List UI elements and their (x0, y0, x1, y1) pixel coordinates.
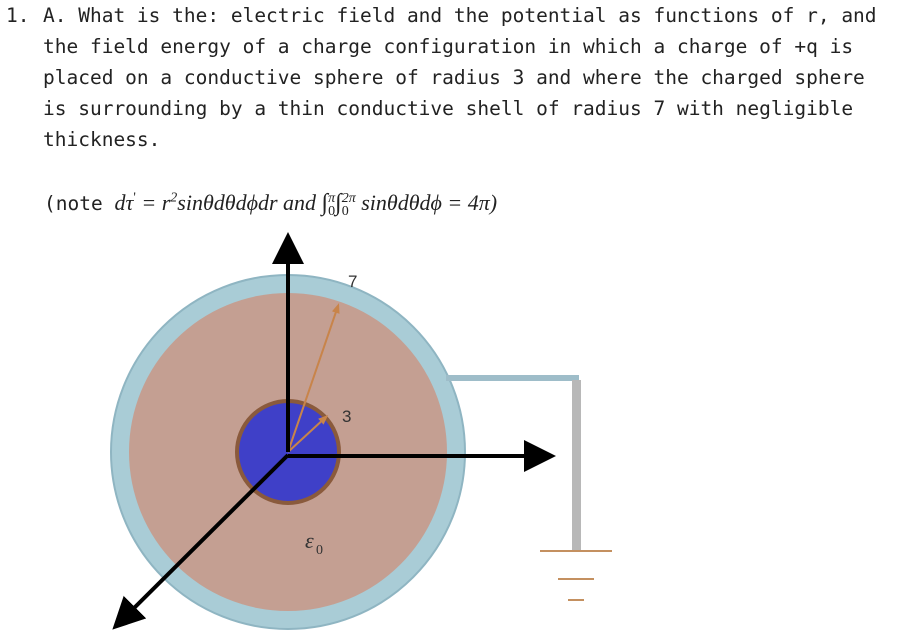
medium-epsilon-label: ε (305, 528, 314, 553)
problem-line-4: is surrounding by a thin conductive shel… (43, 97, 854, 120)
note-dtau: dτ (114, 190, 134, 215)
problem-line-2: the field energy of a charge configurati… (43, 35, 854, 58)
note-body2: sinθdθdϕ = 4π) (355, 190, 498, 215)
medium-epsilon-subscript: 0 (316, 543, 323, 558)
note-exp2: 2 (170, 190, 178, 206)
inner-radius-arrow (287, 414, 329, 453)
problem-number: 1. (6, 4, 30, 27)
outer-radius-label: 7 (348, 272, 357, 291)
outer-radius-arrow (287, 303, 340, 453)
note-prime: ' (133, 190, 136, 206)
problem-line-1: A. What is the: electric field and the p… (43, 4, 877, 27)
ground-post (572, 380, 581, 550)
x-axis (112, 453, 290, 630)
note-integral-phi: ∫ (335, 190, 342, 216)
note-body1: sinθdθdϕdr and (177, 190, 322, 215)
problem-line-5: thickness. (43, 128, 161, 151)
inner-radius-label: 3 (342, 407, 351, 426)
note-upper-2pi: 2π (341, 190, 356, 206)
note-integral-theta: ∫ (321, 190, 329, 216)
ground-wire (446, 375, 579, 385)
note-open: (note (44, 192, 115, 215)
note-lower-0a: 0 (328, 203, 336, 219)
note-upper-pi: π (328, 190, 336, 206)
problem-line-3: placed on a conductive sphere of radius … (43, 66, 865, 89)
note-eq1: = r (135, 190, 171, 215)
note-lower-0b: 0 (341, 203, 349, 219)
